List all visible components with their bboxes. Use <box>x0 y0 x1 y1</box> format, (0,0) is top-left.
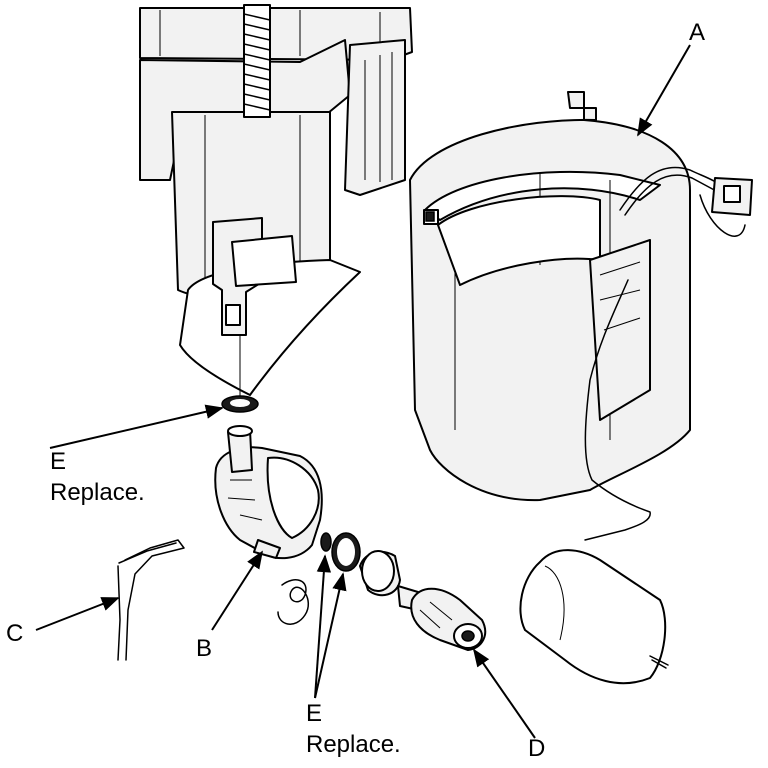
o-rings-bottom <box>320 532 361 572</box>
fuel-level-float <box>519 549 669 685</box>
callout-e-bottom-note: Replace. <box>306 731 401 758</box>
pump-holder-a <box>409 91 753 541</box>
spring <box>243 4 271 118</box>
fuel-pump-module-housing <box>139 4 413 396</box>
clip-c <box>117 539 185 661</box>
callout-b-label: B <box>196 635 212 662</box>
regulator-sleeve <box>359 550 401 597</box>
callout-c-label: C <box>6 620 23 647</box>
fuel-pressure-regulator-d <box>397 585 487 651</box>
callout-d-label: D <box>528 735 545 762</box>
pressure-regulator-housing-b <box>214 425 323 560</box>
leader-lines <box>35 44 691 739</box>
callout-a-label: A <box>689 19 705 46</box>
retainer-clip <box>277 579 310 625</box>
callout-e-top-note: Replace. <box>50 479 145 506</box>
o-ring-top <box>221 395 259 413</box>
callout-e-top-label: E <box>50 448 66 475</box>
callout-e-bottom-label: E <box>306 700 322 727</box>
